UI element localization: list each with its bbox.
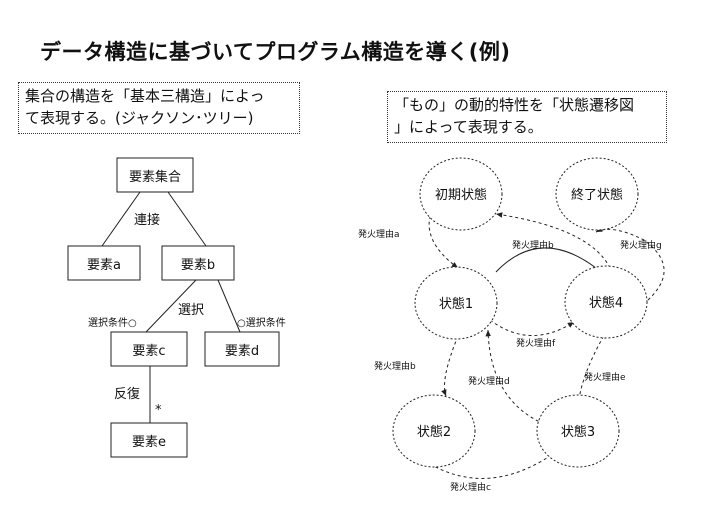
state-4 — [564, 265, 648, 339]
tree-node-b-label: 要素b — [181, 258, 215, 273]
state-diagram-note-line2: 」によって表現する。 — [394, 118, 543, 136]
edge-root-a — [101, 191, 141, 247]
state-1-label: 状態1 — [439, 296, 473, 312]
tree-node-d-label: 要素d — [225, 344, 259, 359]
state-diagram-note: 「もの」の動的特性を「状態遷移図 」によって表現する。 — [387, 91, 667, 143]
state-2-label: 状態2 — [417, 424, 451, 440]
tree-node-d — [204, 331, 280, 367]
state-2 — [392, 394, 476, 468]
transition-g — [595, 226, 665, 301]
label-selection: 選択 — [178, 303, 204, 318]
event-b-left: 発火理由b — [374, 360, 416, 372]
label-sequence: 連接 — [134, 212, 160, 228]
label-iteration: 反復 — [114, 386, 140, 402]
state-4-label: 状態4 — [589, 295, 623, 311]
state-1 — [414, 266, 498, 340]
edge-root-b — [167, 191, 207, 247]
tree-node-a-label: 要素a — [87, 258, 121, 273]
tree-node-c-label: 要素c — [132, 344, 165, 359]
state-final — [555, 157, 639, 231]
event-a: 発火理由a — [358, 228, 400, 240]
event-d: 発火理由d — [468, 375, 510, 387]
event-c: 発火理由c — [450, 481, 491, 493]
state-diagram-note-line1: 「もの」の動的特性を「状態遷移図 — [394, 96, 635, 114]
transition-d — [485, 329, 545, 425]
transition-a — [428, 209, 459, 269]
event-b-top: 発火理由b — [512, 239, 554, 251]
event-g: 発火理由g — [620, 239, 662, 251]
selection-condition-right: ○選択条件 — [237, 316, 286, 329]
transition-s1-s4 — [495, 247, 597, 273]
state-3 — [536, 394, 620, 468]
state-3-label: 状態3 — [561, 424, 595, 440]
page-title: データ構造に基づいてプログラム構造を導く(例) — [40, 40, 511, 64]
jackson-tree-note-line2: て表現する。(ジャクソン･ツリー) — [25, 109, 254, 127]
edge-b-c — [145, 279, 197, 333]
tree-node-a — [67, 245, 141, 281]
event-e: 発火理由e — [584, 371, 626, 383]
state-initial-label: 初期状態 — [435, 187, 487, 203]
edge-b-d — [217, 279, 241, 333]
jackson-tree-note: 集合の構造を「基本三構造」によっ て表現する。(ジャクソン･ツリー) — [18, 82, 300, 134]
tree-node-root — [116, 157, 194, 193]
state-nodes — [392, 157, 648, 468]
tree-node-b — [161, 245, 235, 281]
iteration-mark: * — [155, 403, 162, 418]
state-initial — [419, 157, 503, 231]
tree-node-e-label: 要素e — [132, 435, 166, 450]
tree-node-e — [110, 422, 188, 458]
selection-condition-left: 選択条件○ — [88, 316, 137, 329]
transition-f — [489, 319, 575, 336]
transition-b-top — [495, 212, 611, 269]
jackson-tree-note-line1: 集合の構造を「基本三構造」によっ — [25, 87, 265, 105]
tree-node-c — [110, 331, 188, 367]
transition-c — [429, 451, 557, 479]
jackson-tree — [101, 191, 241, 423]
event-f: 発火理由f — [516, 337, 556, 349]
transition-b-left — [441, 335, 459, 397]
state-final-label: 終了状態 — [571, 187, 623, 203]
tree-node-root-label: 要素集合 — [129, 169, 181, 185]
